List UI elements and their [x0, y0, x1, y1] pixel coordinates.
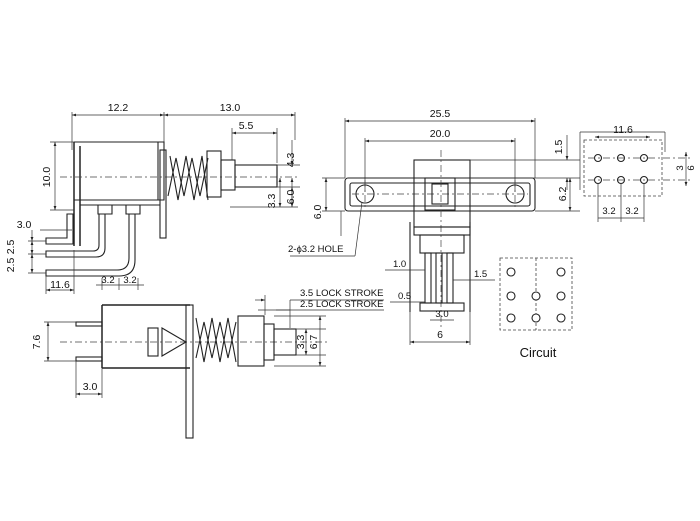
pcb-layout: 11.6 3 6 3.2 3.2: [579, 124, 697, 222]
dim-body-w: 6: [437, 329, 443, 341]
dim-pin-row: 3.0: [17, 219, 32, 231]
dim-stroke-b: 6.7: [308, 335, 320, 350]
dim-lower-h: 7.6: [31, 335, 43, 350]
dim-pin-gap-b: 3.2: [123, 275, 136, 286]
dim-side-top-right: 13.0: [220, 102, 241, 114]
dim-front-total: 25.5: [430, 108, 451, 120]
dim-pin-pitch-a: 2.5: [5, 240, 17, 255]
dim-stroke-a: 3.3: [295, 335, 307, 350]
dim-pin-gap-a: 3.2: [101, 275, 114, 286]
dim-side-top-left: 12.2: [108, 102, 129, 114]
dim-pcb-row: 3: [675, 165, 686, 170]
dim-plunger-dia: 4.3: [285, 153, 297, 168]
dim-body-h: 10.0: [41, 167, 53, 188]
front-view: 25.5 20.0 6.0 2-ϕ3.2 HOLE: [288, 108, 580, 345]
dim-plunger-tip: 3.3: [266, 194, 278, 209]
dim-lower-pin: 3.0: [83, 381, 98, 393]
dim-top-gap: 1.5: [553, 140, 565, 155]
dim-pin-pitch-b: 2.5: [5, 258, 17, 273]
side-view: 12.2 13.0 5.5 4.3 3.3 6.0: [5, 102, 300, 294]
lock-stroke-a: 3.5 LOCK STROKE: [300, 288, 383, 299]
dim-pcb-pitch-b: 3.2: [625, 206, 638, 217]
dim-plunger-len: 5.5: [239, 120, 254, 132]
dim-pin-w: 1.0: [393, 259, 406, 270]
dim-ctr-to-base: 6.0: [285, 190, 297, 205]
dim-pin-span: 3.0: [435, 309, 448, 320]
dim-hole-pitch: 20.0: [430, 128, 451, 140]
lower-side-view: 3.5 LOCK STROKE 2.5 LOCK STROKE 3.3 6.7 …: [31, 288, 384, 439]
dim-base-len: 11.6: [50, 279, 70, 291]
dim-pcb-len: 11.6: [613, 124, 633, 136]
dim-pcb-total: 6: [686, 165, 697, 170]
dim-pcb-pitch-a: 3.2: [602, 206, 615, 217]
dim-block-h: 6.2: [557, 187, 569, 202]
lock-stroke-b: 2.5 LOCK STROKE: [300, 299, 383, 310]
dim-pin-thick: 0.5: [398, 291, 411, 302]
dim-flange-h: 6.0: [312, 205, 324, 220]
circuit-label: Circuit: [520, 345, 557, 360]
hole-note: 2-ϕ3.2 HOLE: [288, 244, 343, 255]
dim-pin-step: 1.5: [474, 269, 487, 280]
circuit-diagram: Circuit: [499, 257, 573, 360]
